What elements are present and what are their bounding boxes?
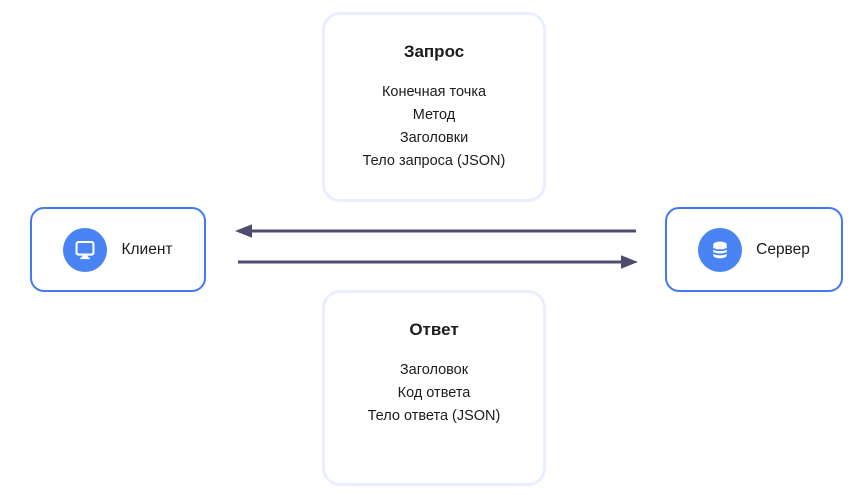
- client-node-label: Клиент: [121, 240, 173, 258]
- response-item-code: Код ответа: [397, 385, 471, 401]
- server-node: Сервер: [665, 207, 843, 292]
- server-node-label: Сервер: [756, 240, 810, 258]
- client-node: Клиент: [30, 207, 206, 292]
- response-item-body: Тело ответа (JSON): [367, 408, 501, 424]
- request-item-headers: Заголовки: [399, 130, 469, 146]
- arrow-client-to-server: [238, 255, 638, 269]
- response-item-header: Заголовок: [399, 362, 469, 378]
- arrows-canvas: [235, 224, 638, 269]
- monitor-icon: [63, 227, 108, 272]
- request-item-method: Метод: [412, 107, 456, 123]
- request-item-body: Тело запроса (JSON): [362, 153, 506, 169]
- response-panel-title: Ответ: [409, 320, 459, 339]
- request-item-endpoint: Конечная точка: [381, 84, 487, 100]
- request-panel-title: Запрос: [403, 42, 465, 61]
- response-panel: Ответ Заголовок Код ответа Тело ответа (…: [322, 290, 546, 486]
- database-icon: [698, 227, 743, 272]
- arrow-server-to-client: [235, 224, 636, 238]
- request-panel: Запрос Конечная точка Метод Заголовки Те…: [322, 12, 546, 202]
